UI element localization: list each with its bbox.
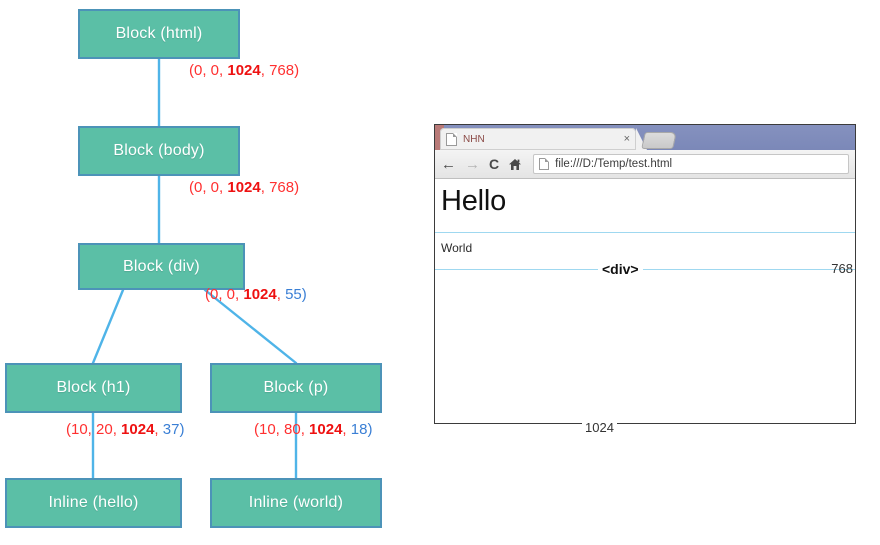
close-icon[interactable]: ×	[620, 134, 630, 145]
coord-sep: ,	[154, 421, 162, 438]
forward-icon[interactable]: →	[465, 157, 480, 172]
coord-width: 1024	[121, 421, 154, 438]
coord-label-html: (0, 0, 1024, 768)	[189, 62, 299, 79]
node-label: Block (html)	[116, 25, 203, 43]
node-block-html[interactable]: Block (html)	[78, 9, 240, 59]
page-viewport: Hello World <div> 768	[435, 179, 855, 423]
viewport-width-annotation: 1024	[582, 420, 617, 435]
coord-label-p: (10, 80, 1024, 18)	[254, 421, 372, 438]
back-icon[interactable]: ←	[441, 157, 456, 172]
coord-prefix: (0, 0,	[189, 179, 227, 196]
coord-width: 1024	[243, 286, 276, 303]
div-boundary-line	[435, 269, 855, 270]
coord-prefix: (0, 0,	[205, 286, 243, 303]
url-text: file:///D:/Temp/test.html	[555, 158, 672, 170]
coord-suffix: , 768)	[261, 179, 299, 196]
page-icon	[539, 158, 549, 170]
h1-boundary-line	[435, 232, 855, 233]
coord-label-body: (0, 0, 1024, 768)	[189, 179, 299, 196]
coord-label-h1: (10, 20, 1024, 37)	[66, 421, 184, 438]
coord-suffix: , 768)	[261, 62, 299, 79]
tab-title: NHN	[463, 134, 620, 145]
page-icon	[446, 133, 457, 146]
coord-close: )	[179, 421, 184, 438]
node-label: Block (p)	[264, 379, 329, 397]
home-icon[interactable]	[508, 158, 522, 171]
coord-height: 18	[351, 421, 368, 438]
coord-width: 1024	[227, 179, 260, 196]
coord-sep: ,	[277, 286, 285, 303]
render-tree-diagram: Block (html) Block (body) Block (div) Bl…	[0, 0, 440, 545]
node-inline-hello[interactable]: Inline (hello)	[5, 478, 182, 528]
coord-close: )	[367, 421, 372, 438]
viewport-height-annotation: 768	[831, 261, 853, 276]
coord-prefix: (10, 20,	[66, 421, 121, 438]
browser-tab[interactable]: NHN ×	[440, 128, 636, 150]
node-block-h1[interactable]: Block (h1)	[5, 363, 182, 413]
coord-close: )	[302, 286, 307, 303]
coord-height: 37	[163, 421, 180, 438]
address-bar[interactable]: file:///D:/Temp/test.html	[533, 154, 849, 174]
node-label: Block (div)	[123, 258, 200, 276]
coord-sep: ,	[342, 421, 350, 438]
browser-window: NHN × ← → C file:///D:/Temp/test.html He…	[434, 124, 856, 424]
coord-height: 55	[285, 286, 302, 303]
reload-icon[interactable]: C	[489, 157, 499, 171]
new-tab-button[interactable]	[641, 132, 677, 149]
browser-toolbar: ← → C file:///D:/Temp/test.html	[435, 150, 855, 179]
node-block-p[interactable]: Block (p)	[210, 363, 382, 413]
node-block-body[interactable]: Block (body)	[78, 126, 240, 176]
page-heading: Hello	[441, 185, 506, 218]
node-label: Inline (hello)	[49, 494, 139, 512]
node-label: Block (h1)	[56, 379, 130, 397]
node-inline-world[interactable]: Inline (world)	[210, 478, 382, 528]
coord-prefix: (0, 0,	[189, 62, 227, 79]
page-paragraph: World	[441, 241, 472, 255]
node-label: Block (body)	[113, 142, 204, 160]
node-block-div[interactable]: Block (div)	[78, 243, 245, 290]
coord-width: 1024	[309, 421, 342, 438]
browser-titlebar: NHN ×	[435, 125, 855, 150]
coord-width: 1024	[227, 62, 260, 79]
edge-div-h1	[93, 290, 123, 363]
coord-prefix: (10, 80,	[254, 421, 309, 438]
div-tag-annotation: <div>	[598, 261, 643, 277]
coord-label-div: (0, 0, 1024, 55)	[205, 286, 307, 303]
node-label: Inline (world)	[249, 494, 343, 512]
